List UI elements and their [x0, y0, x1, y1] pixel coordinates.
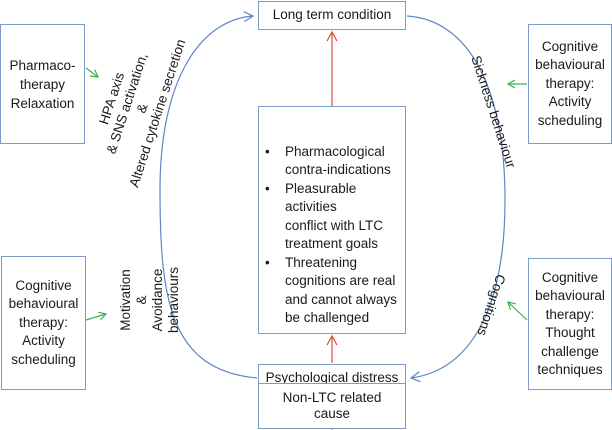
intervention-line: therapy:	[19, 314, 68, 330]
barrier-item: Pharmacological contra-indications	[265, 143, 405, 180]
non-ltc-line: Non-LTC related	[282, 389, 382, 405]
intervention-line: Activity	[22, 333, 65, 349]
intervention-line: Cognitive	[541, 269, 599, 285]
pathway-line: behaviours	[166, 266, 181, 334]
intervention-arrow-cbt-left	[85, 311, 108, 321]
pharmacotherapy-box: Pharmaco- therapy Relaxation	[0, 24, 85, 144]
non-ltc-cause-node: Non-LTC related cause	[258, 383, 406, 429]
intervention-line: Activity	[548, 94, 592, 110]
intervention-line: techniques	[537, 362, 603, 377]
barrier-line: contra-indications	[285, 162, 391, 177]
non-ltc-line: cause	[313, 406, 350, 421]
intervention-line: therapy:	[545, 75, 595, 91]
barrier-line: cognitions are real	[285, 273, 396, 288]
intervention-line: scheduling	[537, 112, 603, 128]
cycle-arrow-right	[406, 15, 506, 383]
barrier-line: Pleasurable activities	[285, 180, 357, 215]
intervention-arrow-pharma	[85, 67, 99, 78]
intervention-line: Relaxation	[10, 95, 75, 111]
intervention-line: behavioural	[535, 57, 605, 73]
barrier-line: Threatening	[285, 254, 358, 270]
intervention-line: behavioural	[8, 296, 79, 312]
psychological-distress-label: Psychological distress	[265, 370, 399, 386]
intervention-line: Cognitive	[15, 277, 72, 293]
barriers-list: Pharmacological contra-indications Pleas…	[259, 113, 405, 328]
pathway-line: Motivation	[118, 269, 133, 331]
intervention-line: therapy:	[545, 306, 595, 322]
intervention-line: behavioural	[535, 288, 605, 303]
cbt-thought-challenge-box: Cognitive behavioural therapy: Thought c…	[528, 258, 612, 390]
cbt-activity-scheduling-right-box: Cognitive behavioural therapy: Activity …	[528, 24, 612, 144]
cbt-activity-scheduling-left-box: Cognitive behavioural therapy: Activity …	[1, 256, 86, 390]
behavioural-pathway-label: Motivation & Avoidance behaviours	[118, 255, 182, 345]
intervention-line: therapy	[19, 76, 66, 92]
long-term-condition-label: Long term condition	[272, 7, 392, 23]
intervention-line: Thought	[545, 325, 595, 340]
barrier-line: treatment goals	[285, 236, 379, 251]
cycle-arrow-left	[159, 11, 258, 379]
intervention-line: Pharmaco-	[9, 57, 76, 73]
barrier-line: and cannot always	[285, 291, 397, 307]
barriers-box: Pharmacological contra-indications Pleas…	[258, 106, 406, 334]
barrier-line: conflict with LTC	[285, 217, 384, 233]
pathway-line: Avoidance	[150, 268, 165, 332]
intervention-line: challenge	[541, 343, 599, 359]
pathway-line: &	[134, 295, 149, 305]
intervention-arrow-cbt-br	[507, 301, 528, 321]
barrier-item: Threatening cognitions are real and cann…	[265, 254, 405, 328]
long-term-condition-node: Long term condition	[258, 1, 406, 30]
barrier-line: be challenged	[285, 310, 370, 325]
intervention-line: Cognitive	[541, 38, 599, 54]
barrier-item: Pleasurable activities conflict with LTC…	[265, 180, 405, 254]
intervention-line: scheduling	[11, 351, 76, 367]
barrier-line: Pharmacological	[285, 143, 385, 159]
